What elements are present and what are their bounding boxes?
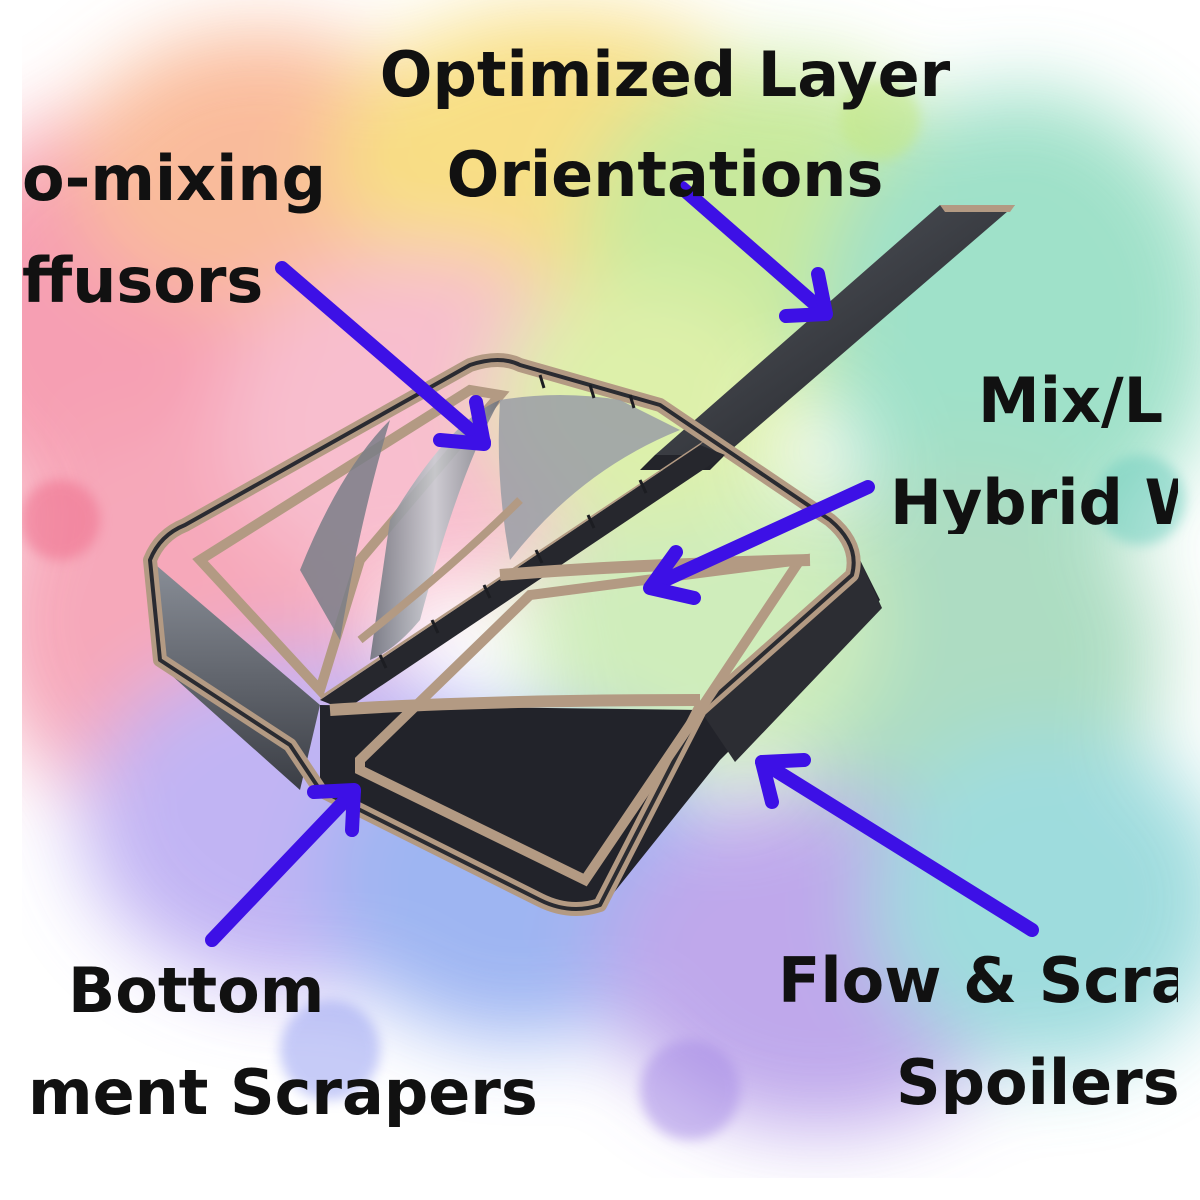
callout-arrows (205, 181, 1039, 947)
arrow-diffusors (275, 261, 491, 451)
label-optimized-layer-orientations: Optimized Layer Orientations (360, 44, 970, 206)
label-line: Bottom (68, 954, 325, 1027)
label-bottom-scrapers: Bottom ment Scrapers (22, 960, 538, 1124)
label-line: ment Scrapers (28, 1056, 538, 1129)
label-line: Orientations (446, 138, 884, 211)
arrow-bottom-scrapers (205, 783, 361, 947)
label-diffusors: o-mixing ffusors (22, 148, 326, 312)
mixer-paddle-frame (143, 353, 882, 916)
label-line: o-mixing (22, 142, 326, 215)
label-line: Hybrid W (890, 466, 1178, 534)
label-line: Optimized Layer (379, 38, 951, 111)
label-line: ffusors (22, 244, 264, 317)
arrow-hybrid (643, 480, 875, 605)
arrow-flow-spoilers (755, 753, 1039, 937)
arrow-layer-orientations (675, 181, 833, 323)
label-line: Flow & Scra (778, 950, 1178, 1017)
label-flow-spoilers: Flow & Scra Spoilers (778, 950, 1178, 1114)
label-hybrid: Mix/L Hybrid W (880, 370, 1178, 534)
label-line: Mix/L (978, 370, 1164, 437)
label-line: Spoilers (896, 1046, 1178, 1114)
